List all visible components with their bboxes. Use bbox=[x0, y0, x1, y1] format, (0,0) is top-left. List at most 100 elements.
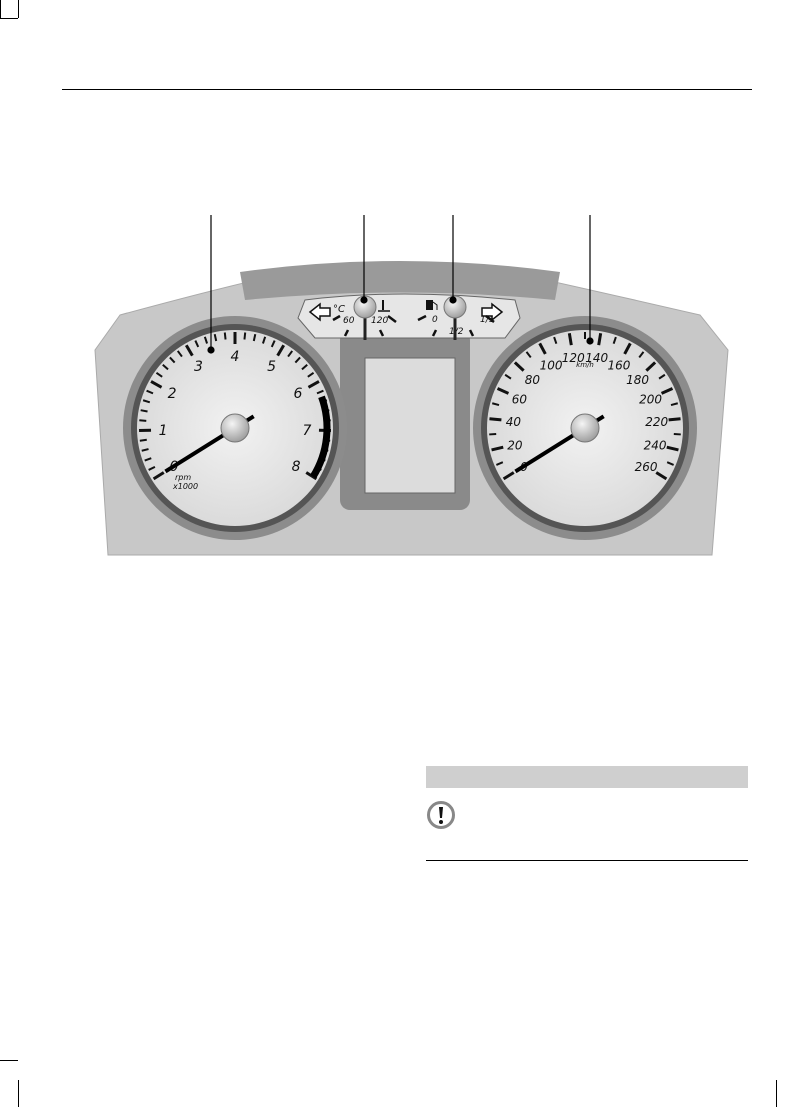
speedometer-label: 40 bbox=[506, 415, 522, 429]
tachometer-tick bbox=[142, 399, 151, 404]
speedometer-tick bbox=[597, 333, 603, 346]
speedometer-tick bbox=[658, 373, 666, 380]
speedometer-unit: km/h bbox=[576, 361, 594, 369]
crop-mark bbox=[0, 18, 18, 19]
crop-mark bbox=[18, 0, 19, 18]
tachometer-tick bbox=[184, 344, 194, 357]
tachometer-tick bbox=[176, 350, 183, 358]
speedometer-label: 100 bbox=[540, 359, 563, 373]
crop-mark bbox=[18, 1080, 19, 1107]
speedometer-tick bbox=[666, 461, 675, 466]
crop-mark bbox=[0, 1060, 18, 1061]
tachometer-tick bbox=[152, 471, 165, 481]
speedometer-tick bbox=[670, 402, 679, 407]
speedometer-tick bbox=[491, 402, 500, 407]
speedometer-label: 180 bbox=[626, 373, 649, 387]
tachometer-label: 7 bbox=[303, 423, 312, 439]
tachometer-tick bbox=[155, 371, 163, 378]
speedometer-tick bbox=[525, 351, 532, 359]
speedometer-tick bbox=[660, 387, 674, 395]
speedometer-tick bbox=[623, 342, 632, 355]
tachometer-tick bbox=[307, 380, 320, 389]
exclamation-circle-icon bbox=[427, 801, 455, 829]
speedometer-needle-hub bbox=[570, 413, 600, 443]
callout-lines bbox=[207, 215, 594, 354]
tachometer-unit: rpm bbox=[175, 473, 191, 482]
tachometer-tick bbox=[243, 332, 247, 340]
cluster-hood bbox=[240, 261, 560, 300]
tachometer-tick bbox=[139, 419, 147, 422]
temp-unit: °C bbox=[333, 304, 345, 315]
speedometer-tick bbox=[495, 461, 504, 466]
tachometer-label: 5 bbox=[267, 359, 276, 375]
speedometer-tick bbox=[502, 471, 515, 481]
temp-needle-hub bbox=[353, 295, 377, 319]
speedometer-tick bbox=[645, 361, 657, 372]
tachometer-tick bbox=[203, 336, 209, 344]
tachometer-label: 2 bbox=[168, 386, 177, 402]
tachometer-tick bbox=[305, 471, 318, 481]
fuel-label-empty: 0 bbox=[432, 315, 438, 325]
temp-fuel-gauges: °C 60 120 0 1/2 1/1 bbox=[308, 295, 504, 340]
warning-bottom-rule bbox=[426, 860, 748, 861]
speedometer-tick bbox=[496, 387, 510, 395]
speedometer-tick bbox=[612, 336, 617, 345]
tachometer-label: 1 bbox=[159, 423, 168, 439]
fuel-pump-icon bbox=[426, 300, 438, 310]
center-display bbox=[364, 357, 456, 494]
speedometer-tick bbox=[504, 373, 512, 380]
speedometer-label: 160 bbox=[608, 359, 631, 373]
speedometer-tick bbox=[491, 445, 504, 452]
left-turn-arrow-icon bbox=[308, 302, 331, 322]
tachometer-tick bbox=[194, 340, 200, 348]
speedometer-label: 120 bbox=[562, 351, 585, 365]
tachometer-tick bbox=[316, 389, 324, 395]
speedometer-label: 200 bbox=[639, 392, 662, 406]
tachometer-tick bbox=[252, 333, 257, 342]
speedometer-tick bbox=[655, 471, 668, 481]
fuel-needle-hub bbox=[443, 295, 467, 319]
tachometer-label: 4 bbox=[231, 349, 240, 365]
tachometer-tick bbox=[276, 344, 286, 357]
speedometer-label: 240 bbox=[644, 438, 667, 452]
fuel-label-full: 1/1 bbox=[480, 315, 494, 325]
speedometer-label: 140 bbox=[585, 351, 608, 365]
speedometer-tick bbox=[538, 342, 547, 355]
tachometer-label: 8 bbox=[292, 459, 301, 475]
tachometer-label: 3 bbox=[194, 359, 203, 375]
tachometer-tick bbox=[270, 340, 276, 348]
crop-mark bbox=[0, 0, 1, 18]
tachometer-unit-multiplier: x1000 bbox=[172, 482, 198, 491]
temp-label-60: 60 bbox=[343, 316, 355, 326]
speedometer-tick bbox=[567, 333, 573, 346]
temp-label-120: 120 bbox=[371, 316, 388, 326]
tachometer-tick bbox=[223, 332, 227, 340]
tachometer-tick bbox=[150, 380, 163, 389]
tachometer-label: 6 bbox=[294, 386, 303, 402]
tachometer-needle-hub bbox=[220, 413, 250, 443]
header-rule bbox=[62, 89, 752, 90]
coolant-temperature-icon bbox=[378, 300, 390, 312]
tachometer-tick bbox=[261, 336, 267, 344]
speedometer-label: 20 bbox=[507, 438, 523, 452]
speedometer-tick bbox=[513, 361, 525, 372]
speedometer-tick bbox=[668, 417, 681, 422]
tachometer-tick bbox=[139, 438, 147, 442]
tachometer-tick bbox=[169, 356, 176, 364]
speedometer-tick bbox=[666, 445, 679, 452]
tachometer-tick bbox=[287, 350, 294, 358]
redline-band bbox=[310, 395, 331, 479]
speedometer-tick bbox=[553, 336, 558, 345]
tachometer: 012345678rpmx1000 bbox=[123, 316, 347, 540]
tachometer-tick bbox=[213, 333, 218, 342]
tachometer-tick bbox=[140, 409, 148, 413]
speedometer-label: 60 bbox=[512, 392, 528, 406]
tachometer-tick bbox=[141, 448, 149, 452]
crop-mark bbox=[776, 1080, 777, 1107]
tachometer-tick bbox=[148, 465, 156, 471]
tachometer-tick bbox=[301, 364, 308, 371]
speedometer-label: 80 bbox=[525, 373, 541, 387]
tachometer-tick bbox=[146, 389, 154, 395]
